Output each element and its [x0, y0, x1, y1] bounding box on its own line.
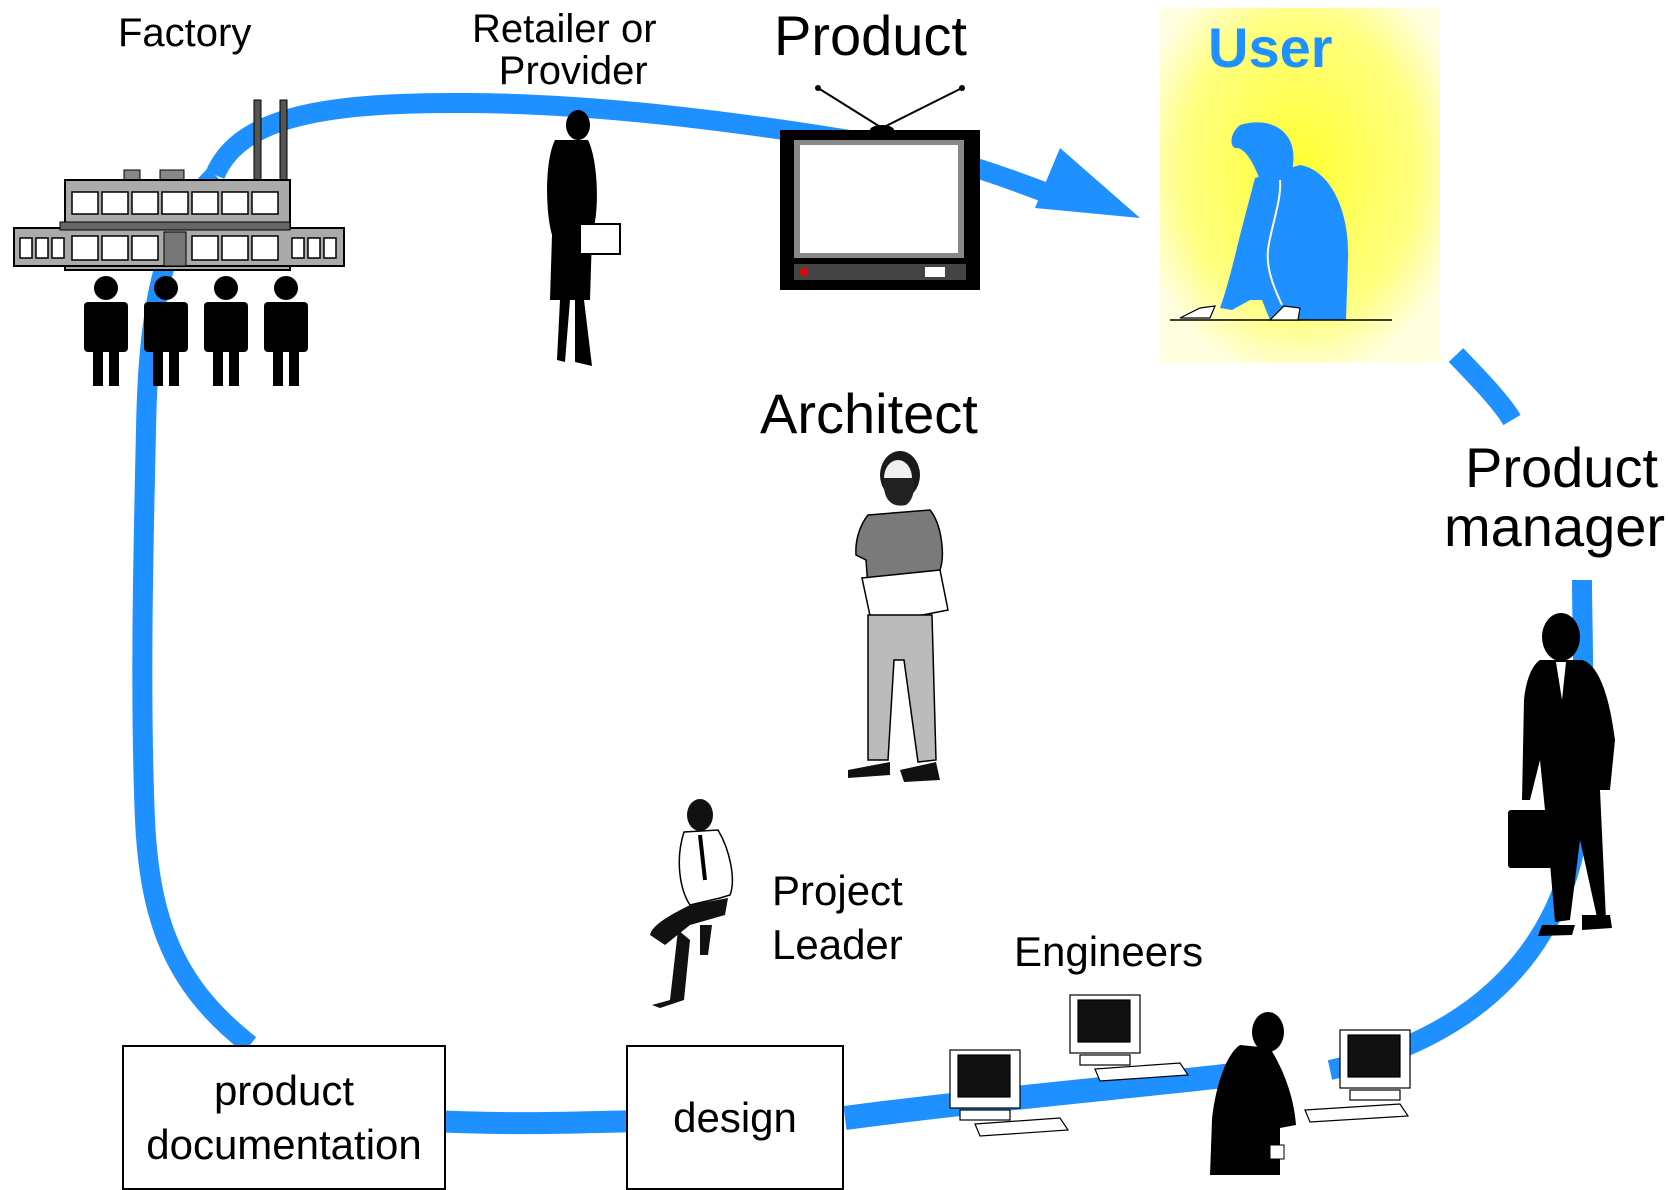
design-label: design: [673, 1093, 797, 1141]
workers-icon: [84, 276, 308, 386]
label-factory: Factory: [118, 11, 252, 55]
project-leader-icon: [650, 799, 734, 1008]
label-product: Product: [774, 4, 967, 67]
label-product-manager-line2: manager: [1444, 495, 1666, 559]
label-product-manager: Product manager: [1444, 436, 1666, 559]
flow-arrowhead: [1035, 148, 1140, 218]
label-product-manager-line1: Product: [1465, 436, 1659, 499]
computer-icon: [949, 994, 1411, 1137]
flow-upper-right-segment: [1448, 348, 1521, 426]
product-documentation-box: product documentation: [122, 1045, 446, 1190]
product-documentation-line1: product: [213, 1066, 355, 1114]
label-retailer: Retailer or Provider: [472, 8, 657, 93]
factory-icon: [13, 99, 345, 271]
product-documentation-line2: documentation: [146, 1120, 422, 1168]
label-project-leader-line1: Project: [772, 867, 903, 914]
label-architect: Architect: [760, 382, 978, 445]
label-user: User: [1208, 16, 1333, 79]
flow-bottom-right-segment: [843, 1061, 1252, 1130]
label-engineers: Engineers: [1014, 928, 1204, 975]
retailer-woman-icon: [547, 110, 621, 366]
label-project-leader-line2: Leader: [772, 920, 903, 968]
architect-icon: [848, 451, 949, 782]
design-box: design: [626, 1045, 844, 1190]
tv-icon: [780, 85, 980, 290]
product-manager-icon: [1508, 613, 1615, 936]
label-retailer-line1: Retailer or: [472, 7, 657, 51]
label-retailer-line2: Provider: [498, 49, 648, 94]
label-project-leader: Project Leader: [772, 864, 903, 972]
user-icon: [1170, 122, 1392, 321]
engineer-icon: [1210, 1012, 1296, 1175]
